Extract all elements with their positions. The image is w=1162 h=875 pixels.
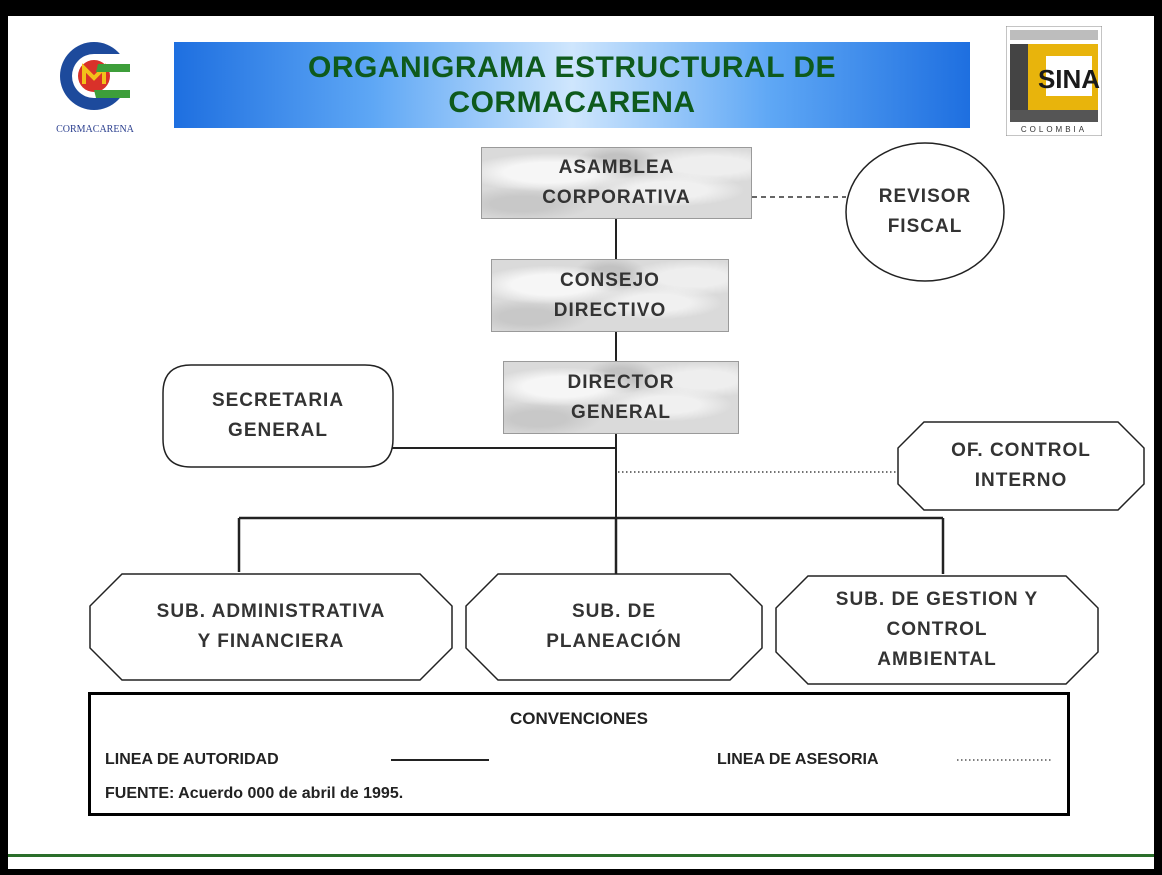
node-consejo-line-1: CONSEJO (560, 269, 660, 291)
node-sub-gestion-line-1: SUB. DE GESTION Y (835, 589, 1039, 610)
node-director-line-1: DIRECTOR (567, 371, 675, 393)
node-consejo-line-2: DIRECTIVO (553, 299, 667, 321)
footer-green-line (8, 854, 1154, 857)
legend-title: CONVENCIONES (510, 709, 648, 728)
node-sub-admin-line-2: Y FINANCIERA (197, 631, 345, 652)
node-control-interno[interactable]: OF. CONTROL INTERNO (896, 420, 1146, 512)
sina-logo: SINA COLOMBIA (1005, 25, 1103, 137)
cormacarena-logo-caption: CORMACARENA (56, 124, 134, 135)
node-secretaria-general[interactable]: SECRETARIA GENERAL (161, 363, 395, 469)
sina-logo-caption: COLOMBIA (1021, 125, 1087, 134)
legend-advisory-line (957, 759, 1051, 761)
legend-authority-label: LINEA DE AUTORIDAD (105, 751, 279, 768)
node-revisor-fiscal[interactable]: REVISOR FISCAL (844, 141, 1006, 283)
node-director-general[interactable]: DIRECTOR GENERAL (503, 361, 739, 434)
node-asamblea-line-1: ASAMBLEA (558, 157, 675, 178)
node-director-line-2: GENERAL (571, 401, 671, 423)
legend-box: CONVENCIONES LINEA DE AUTORIDAD LINEA DE… (88, 692, 1070, 816)
node-revisor-line-2: FISCAL (887, 216, 963, 237)
node-sub-plan-line-2: PLANEACIÓN (546, 631, 682, 652)
node-consejo-directivo[interactable]: CONSEJO DIRECTIVO (491, 259, 729, 332)
legend-advisory-label: LINEA DE ASESORIA (717, 751, 879, 768)
node-sub-gestion-line-2: CONTROL (886, 619, 988, 640)
legend-authority-line (391, 759, 489, 761)
node-secretaria-line-1: SECRETARIA (211, 390, 345, 411)
node-sub-gestion-line-3: AMBIENTAL (877, 649, 997, 670)
page-title: ORGANIGRAMA ESTRUCTURAL DE CORMACARENA (174, 42, 970, 128)
title-line-1: ORGANIGRAMA ESTRUCTURAL DE (308, 51, 836, 84)
legend-source: FUENTE: Acuerdo 000 de abril de 1995. (105, 785, 404, 802)
sina-logo-text: SINA (1038, 64, 1100, 94)
node-sub-gestion-ambiental[interactable]: SUB. DE GESTION Y CONTROL AMBIENTAL (774, 574, 1100, 686)
node-asamblea-corporativa[interactable]: ASAMBLEA CORPORATIVA (481, 147, 752, 219)
node-control-line-1: OF. CONTROL (951, 440, 1091, 461)
node-sub-administrativa[interactable]: SUB. ADMINISTRATIVA Y FINANCIERA (88, 572, 454, 682)
node-asamblea-line-2: CORPORATIVA (542, 187, 691, 208)
connector-lines (237, 196, 945, 574)
title-line-2: CORMACARENA (448, 86, 696, 119)
node-sub-plan-line-1: SUB. DE (571, 601, 657, 622)
cormacarena-logo: CORMACARENA (34, 32, 156, 140)
slide: CORMACARENA ORGANIGRAMA ESTRUCTURAL DE C… (8, 16, 1154, 869)
node-sub-planeacion[interactable]: SUB. DE PLANEACIÓN (464, 572, 764, 682)
node-secretaria-line-2: GENERAL (228, 420, 328, 441)
node-revisor-line-1: REVISOR (878, 186, 972, 207)
node-sub-admin-line-1: SUB. ADMINISTRATIVA (156, 601, 386, 622)
node-control-line-2: INTERNO (974, 470, 1068, 491)
